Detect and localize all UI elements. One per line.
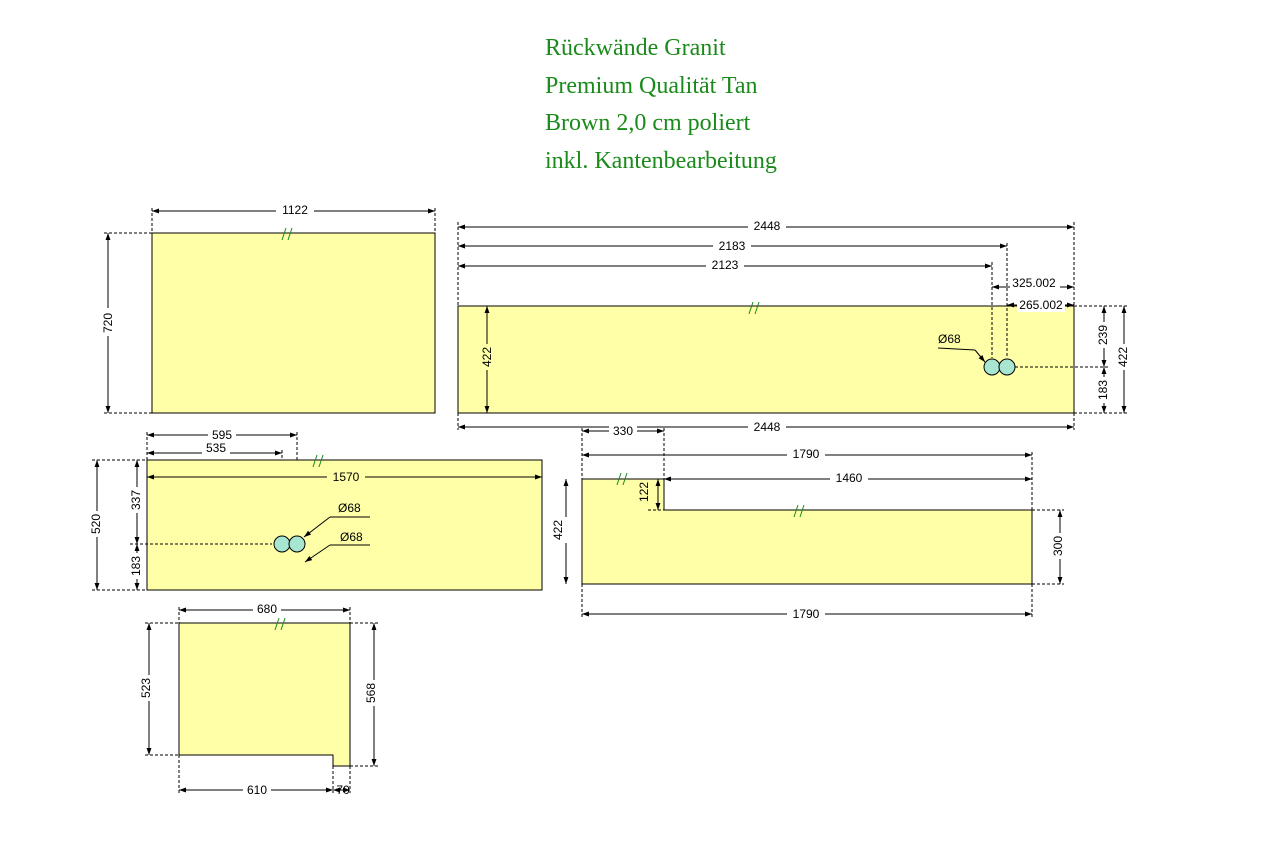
panel-2-width-top-bg [748,219,786,234]
panel-5-height-left-bg [142,675,156,701]
panel-3-hole-diameter-2-label: Ø68 [340,530,363,544]
panel-3-hole-from-bottom-label: 183 [129,556,143,576]
panel-2-height-right-bg [1117,344,1131,370]
panel-2-to-hole-right-bg [713,238,751,253]
title-line-4: inkl. Kantenbearbeitung [545,147,777,174]
panel-2-hole-left [983,358,1001,376]
panel-2-height-left-label: 422 [480,347,494,367]
panel-4-height-right-bg [1051,533,1065,559]
panel-5-height-left-label: 523 [139,678,153,698]
panel-3-hole-diameter-1-label: Ø68 [338,501,361,515]
panel-1-grain-mark [281,227,293,241]
panel-1-height-bg [100,308,116,336]
panel-4-step-width-label: 330 [613,424,633,438]
panel-4-grain-mark-1 [616,472,628,486]
panel-1: 1122 720 [100,203,436,414]
panel-3: 595 535 1570 520 337 183 Ø68 Ø68 [89,428,543,591]
panel-3-hole-from-top-bg [130,487,144,513]
panel-5-width-bottom-label: 610 [247,783,267,797]
panel-5-width-bottom-bg [243,782,271,797]
panel-2-width-bottom-label: 2448 [754,420,781,434]
title-block: Rückwände Granit Premium Qualität Tan Br… [545,30,777,180]
panel-2-hole-from-top-label: 239 [1096,325,1110,345]
panel-3-grain-mark [312,454,324,468]
panel-5-height-right-bg [367,680,381,706]
panel-3-hole-right-bg [208,428,236,442]
panel-2-to-hole-right-label: 2183 [719,239,746,253]
panel-2-hole-left-offset-bg [1017,298,1065,312]
panel-4-height-left-label: 422 [551,520,565,540]
panel-3-hole-right-label: 595 [212,428,232,442]
panel-2-height-left-bg [480,344,494,370]
panel-2-to-hole-left-label: 2123 [712,258,739,272]
panel-5-shape [178,622,351,767]
panel-2-hole-from-top-bg [1097,322,1111,348]
title-line-2: Premium Qualität Tan [545,72,758,99]
panel-4-height-right-label: 300 [1051,536,1065,556]
panel-2-hole-right [998,358,1016,376]
panel-2-height-right-label: 422 [1116,347,1130,367]
panel-4-step-right-label: 1460 [836,471,863,485]
panel-3-hole-from-top-label: 337 [129,490,143,510]
panel-4-width-bottom-label: 1790 [793,607,820,621]
panel-1-width-bg [276,203,314,218]
panel-3-hole-left-bg [202,442,230,455]
panel-3-hole-left-label: 535 [206,441,226,455]
panel-5-notch-label: 70 [336,783,350,797]
panel-5: 680 523 568 610 70 [139,602,381,797]
panel-2: 2448 2183 2123 325.002 265.002 422 239 1… [457,219,1131,434]
panel-2-grain-mark [748,301,760,315]
panel-2-hole-leader [937,347,976,351]
panel-4-grain-mark-2 [793,504,805,518]
panel-4-width-top-label: 1790 [793,447,820,461]
panel-4-height-left-bg [559,517,573,543]
panel-3-hole-left [273,535,291,553]
panel-5-grain-mark [274,617,286,631]
panel-3-height-label: 520 [89,514,103,534]
panel-3-width-bg [327,469,365,484]
panel-3-height-bg [90,511,104,537]
panel-4-step-width-bg [609,424,637,438]
panel-2-hole-diameter-label: Ø68 [938,332,961,346]
panel-5-width-top-bg [253,602,281,616]
panel-2-width-bottom-bg [748,419,786,434]
panel-2-hole-right-offset-label: 325.002 [1012,276,1056,290]
panel-1-height-label: 720 [101,313,115,333]
panel-5-width-top-label: 680 [257,602,277,616]
panel-2-hole-leader-arrow [974,349,986,363]
title-line-1: Rückwände Granit [545,35,726,61]
panel-2-to-hole-left-bg [706,258,744,273]
panel-3-hole-right [288,535,306,553]
panel-4-width-top-bg [787,447,825,462]
panel-2-shape [457,305,1075,414]
panel-4-step-height-label: 122 [637,482,651,502]
panel-4-step-right-bg [830,471,868,486]
panel-2-hole-right-offset-bg [1010,276,1060,291]
panel-2-hole-left-offset-label: 265.002 [1019,298,1063,312]
panel-4-width-bottom-bg [787,606,825,621]
panel-3-hole-from-bottom-bg [130,553,144,579]
panel-3-width-label: 1570 [333,470,360,484]
panel-1-shape [151,232,436,414]
panel-5-height-right-label: 568 [364,683,378,703]
title-line-3: Brown 2,0 cm poliert [545,110,751,136]
panel-3-hole-1-leader-arrow [303,516,331,538]
panel-3-hole-2-leader-arrow [304,544,331,563]
panel-2-width-top-label: 2448 [754,219,781,233]
panel-4: 330 1790 1460 122 422 300 1790 [551,424,1065,621]
panel-2-hole-from-bottom-label: 183 [1096,380,1110,400]
panel-1-width-label: 1122 [282,203,308,217]
panel-2-hole-from-bottom-bg [1097,377,1111,403]
